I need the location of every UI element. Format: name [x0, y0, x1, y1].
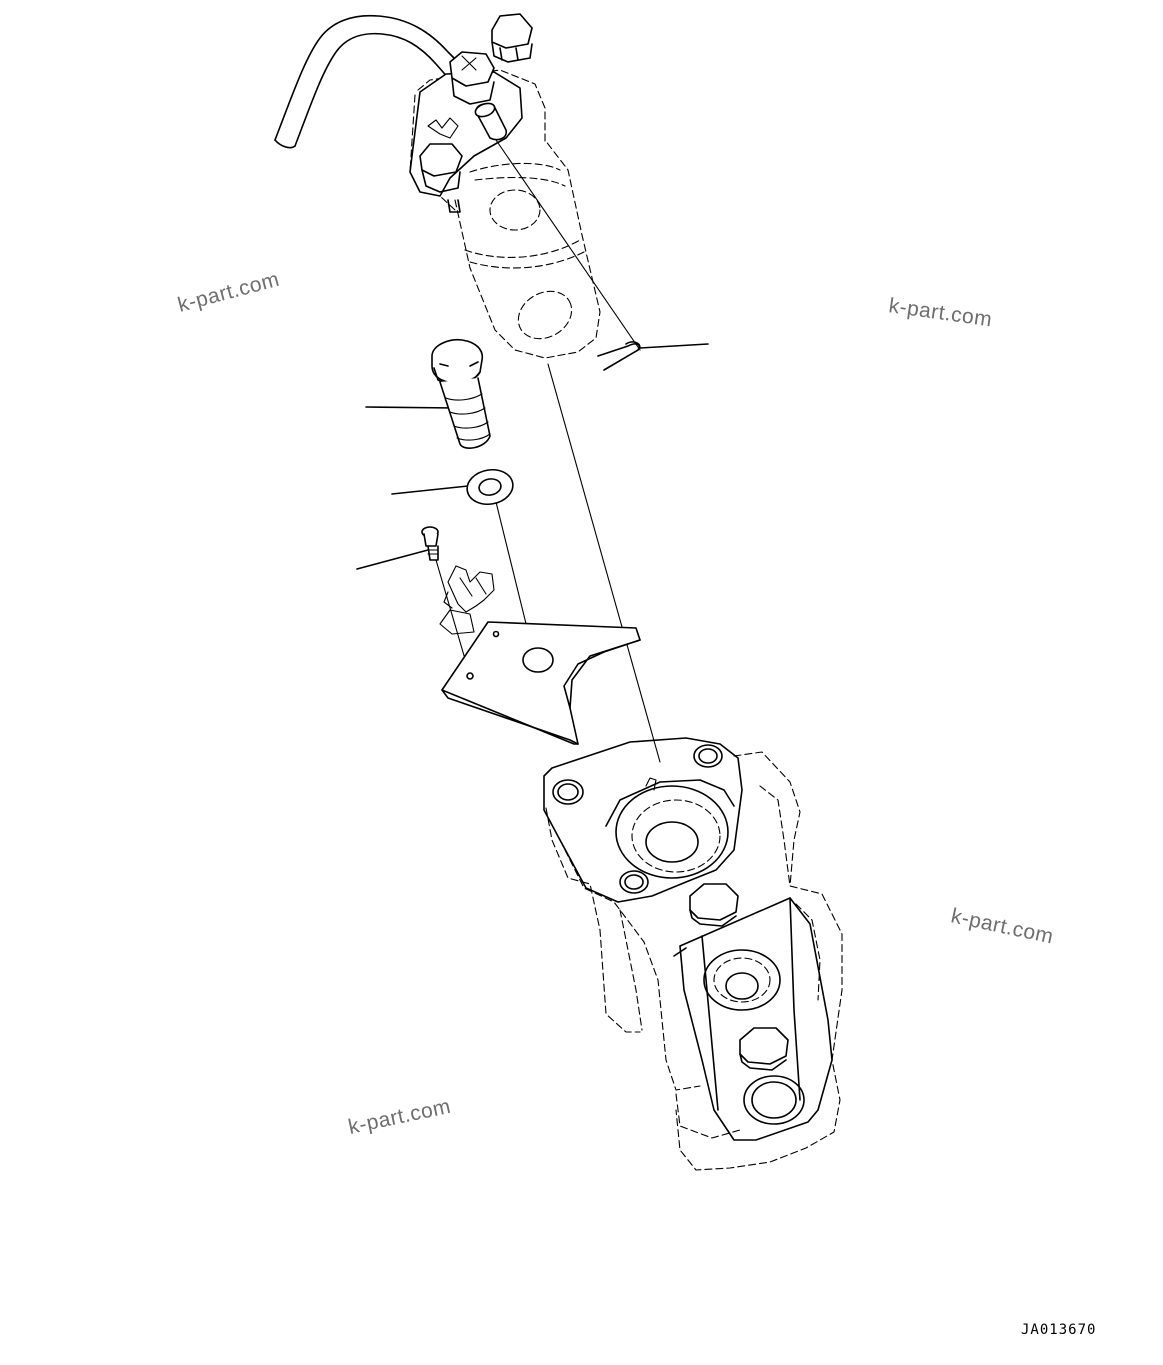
leader-screw: [356, 549, 429, 570]
drawing-code: JA013670: [1021, 1322, 1096, 1338]
leader-washer: [391, 485, 469, 495]
valve-cylinder-upper: [409, 69, 601, 359]
valve-body-lower: [543, 737, 843, 1171]
watermark-4: k-part.com: [346, 1095, 453, 1139]
hex-bolt: [431, 338, 491, 449]
leader-bolt: [365, 406, 457, 409]
watermark-2: k-part.com: [887, 294, 993, 331]
hose-pipe: [274, 14, 463, 149]
leader-cotter-pin: [639, 343, 709, 349]
watermark-1: k-part.com: [175, 268, 282, 317]
watermarks: k-part.com k-part.com k-part.com k-part.…: [175, 268, 1055, 1139]
cotter-pin: [597, 341, 641, 371]
washer: [466, 468, 514, 506]
bracket-plate: [441, 621, 641, 745]
small-screw: [421, 526, 439, 561]
leader-lines: [356, 343, 709, 570]
top-bolt-assembly: [409, 13, 533, 213]
clip-bracket: [439, 565, 495, 635]
watermark-3: k-part.com: [949, 904, 1056, 948]
